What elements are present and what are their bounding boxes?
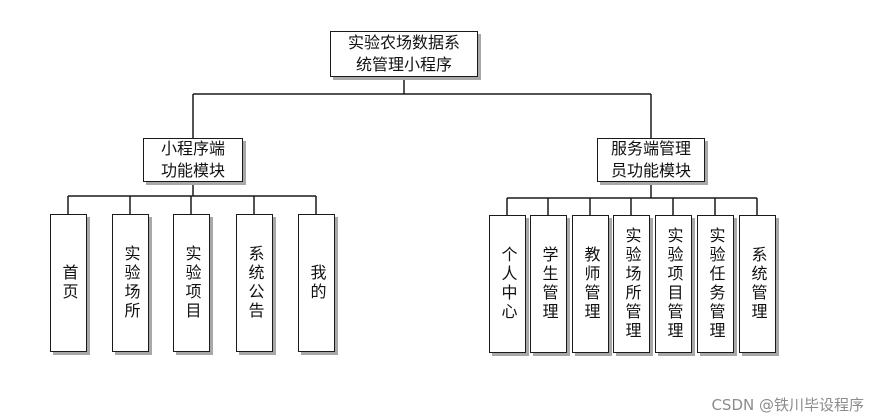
left-leaf-node: 系统公告 (236, 214, 273, 352)
right-leaf-label: 实验任务管理 (706, 227, 726, 341)
root-title-line2: 统管理小程序 (355, 55, 452, 74)
left-leaf-label: 首页 (59, 264, 79, 302)
right-leaf-label: 教师管理 (581, 246, 601, 322)
left-leaf-node: 我的 (298, 214, 335, 352)
right-leaf-node: 实验项目管理 (655, 215, 692, 353)
right-leaf-label: 实验项目管理 (664, 227, 684, 341)
right-child-drops (506, 198, 758, 215)
right-leaf-node: 系统管理 (739, 215, 776, 353)
right-leaf-node: 实验场所管理 (613, 215, 650, 353)
right-module-title-line1: 服务端管理 (610, 139, 691, 158)
right-leaf-node: 学生管理 (530, 215, 567, 353)
left-leaf-label: 我的 (307, 264, 327, 302)
left-leaf-label: 实验场所 (121, 245, 141, 321)
left-leaf-label: 系统公告 (245, 245, 265, 321)
left-leaf-node: 首页 (50, 214, 87, 352)
left-module-title-line1: 小程序端 (160, 139, 225, 158)
left-module-node: 小程序端 功能模块 (143, 138, 243, 182)
right-leaf-label: 学生管理 (539, 246, 559, 322)
right-leaf-label: 个人中心 (498, 246, 518, 322)
right-leaf-node: 实验任务管理 (697, 215, 734, 353)
root-title-line1: 实验农场数据系 (347, 33, 460, 52)
right-module-title-line2: 员功能模块 (610, 161, 691, 180)
watermark: CSDN @铁川毕设程序 (711, 396, 864, 414)
left-leaf-node: 实验项目 (173, 214, 210, 352)
left-leaf-label: 实验项目 (182, 245, 202, 321)
root-node: 实验农场数据系 统管理小程序 (330, 31, 478, 77)
left-module-title-line2: 功能模块 (160, 161, 225, 180)
left-leaf-node: 实验场所 (112, 214, 149, 352)
right-leaf-label: 实验场所管理 (622, 227, 642, 341)
right-leaf-node: 教师管理 (572, 215, 609, 353)
right-leaf-node: 个人中心 (489, 215, 526, 353)
right-leaf-label: 系统管理 (748, 246, 768, 322)
right-module-node: 服务端管理 员功能模块 (597, 138, 705, 182)
left-child-drops (67, 196, 317, 214)
